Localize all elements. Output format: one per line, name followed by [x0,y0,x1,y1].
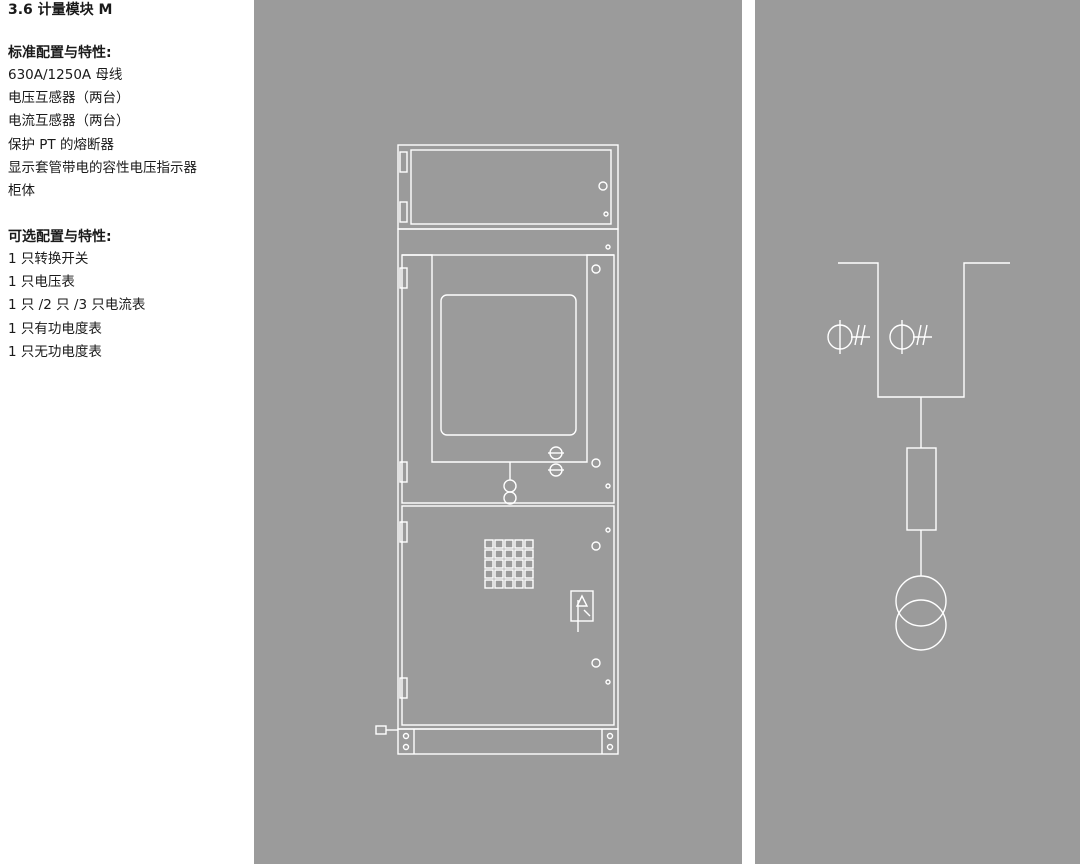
lv-compartment-door [410,149,612,225]
hinge [399,461,408,483]
hinge [399,521,408,543]
upper-door-inner-frame [402,254,614,463]
earth-terminal [375,725,387,735]
hinge [399,267,408,289]
bolt-icon [606,732,614,740]
ventilation-grid [484,539,534,589]
optional-config-section: 可选配置与特性: 1 只转换开关 1 只电压表 1 只 /2 只 /3 只电流表… [8,226,145,364]
optional-item: 1 只 /2 只 /3 只电流表 [8,297,146,314]
fuse-icon [906,447,937,531]
hinge [399,201,408,223]
standard-config-heading: 标准配置与特性: [8,45,112,61]
door-lock-icon [591,541,601,551]
screw-icon [605,679,611,685]
cabinet-body-outline [397,228,619,730]
voltage-transformer-winding-icon [895,599,947,651]
bolt-icon [402,732,410,740]
spec-text-column: 3.6 计量模块 M 标准配置与特性: 630A/1250A 母线 电压互感器（… [8,0,248,360]
lower-door [401,505,615,726]
door-lock-icon [598,181,608,191]
warning-mark [583,609,591,617]
optional-item: 1 只电压表 [8,274,75,291]
bolt-icon [402,743,410,751]
hinge [399,151,408,173]
warning-triangle-icon [575,594,589,607]
screw-icon [603,211,609,217]
standard-item: 柜体 [8,183,35,200]
optional-item: 1 只有功电度表 [8,320,102,337]
lv-compartment-outline [397,144,619,230]
cabinet-base [397,728,619,755]
optional-item: 1 只无功电度表 [8,343,102,360]
optional-config-heading: 可选配置与特性: [8,229,112,245]
cabinet-drawing-panel [254,0,742,864]
upper-door [401,254,615,504]
ring-handle-icon [503,491,517,505]
standard-item: 保护 PT 的熔断器 [8,136,114,153]
door-lock-icon [591,264,601,274]
standard-item: 显示套管带电的容性电压指示器 [8,159,197,176]
voltage-transformer-winding-icon [895,575,947,627]
current-transformer-icon [889,320,932,354]
single-line-diagram-panel [755,0,1080,864]
current-transformer-icon [827,320,870,354]
standard-item: 630A/1250A 母线 [8,67,123,83]
screw-icon [605,483,611,489]
standard-config-section: 标准配置与特性: 630A/1250A 母线 电压互感器（两台） 电流互感器（两… [8,42,197,203]
screw-icon [605,527,611,533]
optional-item: 1 只转换开关 [8,251,89,267]
standard-item: 电流互感器（两台） [8,113,130,130]
cabinet-front-drawing [375,144,619,755]
ring-handle-icon [503,479,517,493]
standard-item: 电压互感器（两台） [8,90,130,107]
module-title: 3.6 计量模块 M [8,2,113,18]
door-lock-icon [591,658,601,668]
door-lock-icon [591,458,601,468]
bolt-icon [606,743,614,751]
screw-icon [605,244,611,250]
single-line-diagram [827,262,1010,651]
inspection-window [440,294,577,436]
warning-label [570,590,594,622]
hinge [399,677,408,699]
